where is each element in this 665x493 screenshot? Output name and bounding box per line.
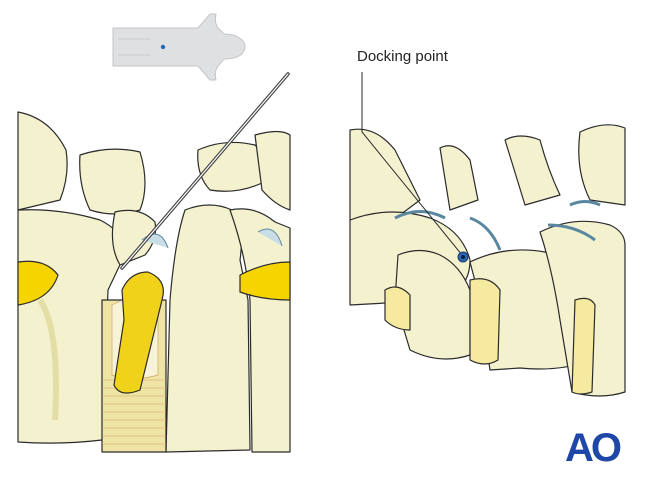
prone-patient-icon: [112, 13, 246, 81]
docking-point-label: Docking point: [357, 48, 448, 65]
left-posterior-spine-view: [17, 111, 291, 453]
ao-logo: AO: [565, 426, 622, 470]
guide-needle-icon: [120, 72, 290, 270]
docking-point-marker-icon: [361, 72, 469, 263]
right-lateral-spine-view: [349, 124, 626, 397]
